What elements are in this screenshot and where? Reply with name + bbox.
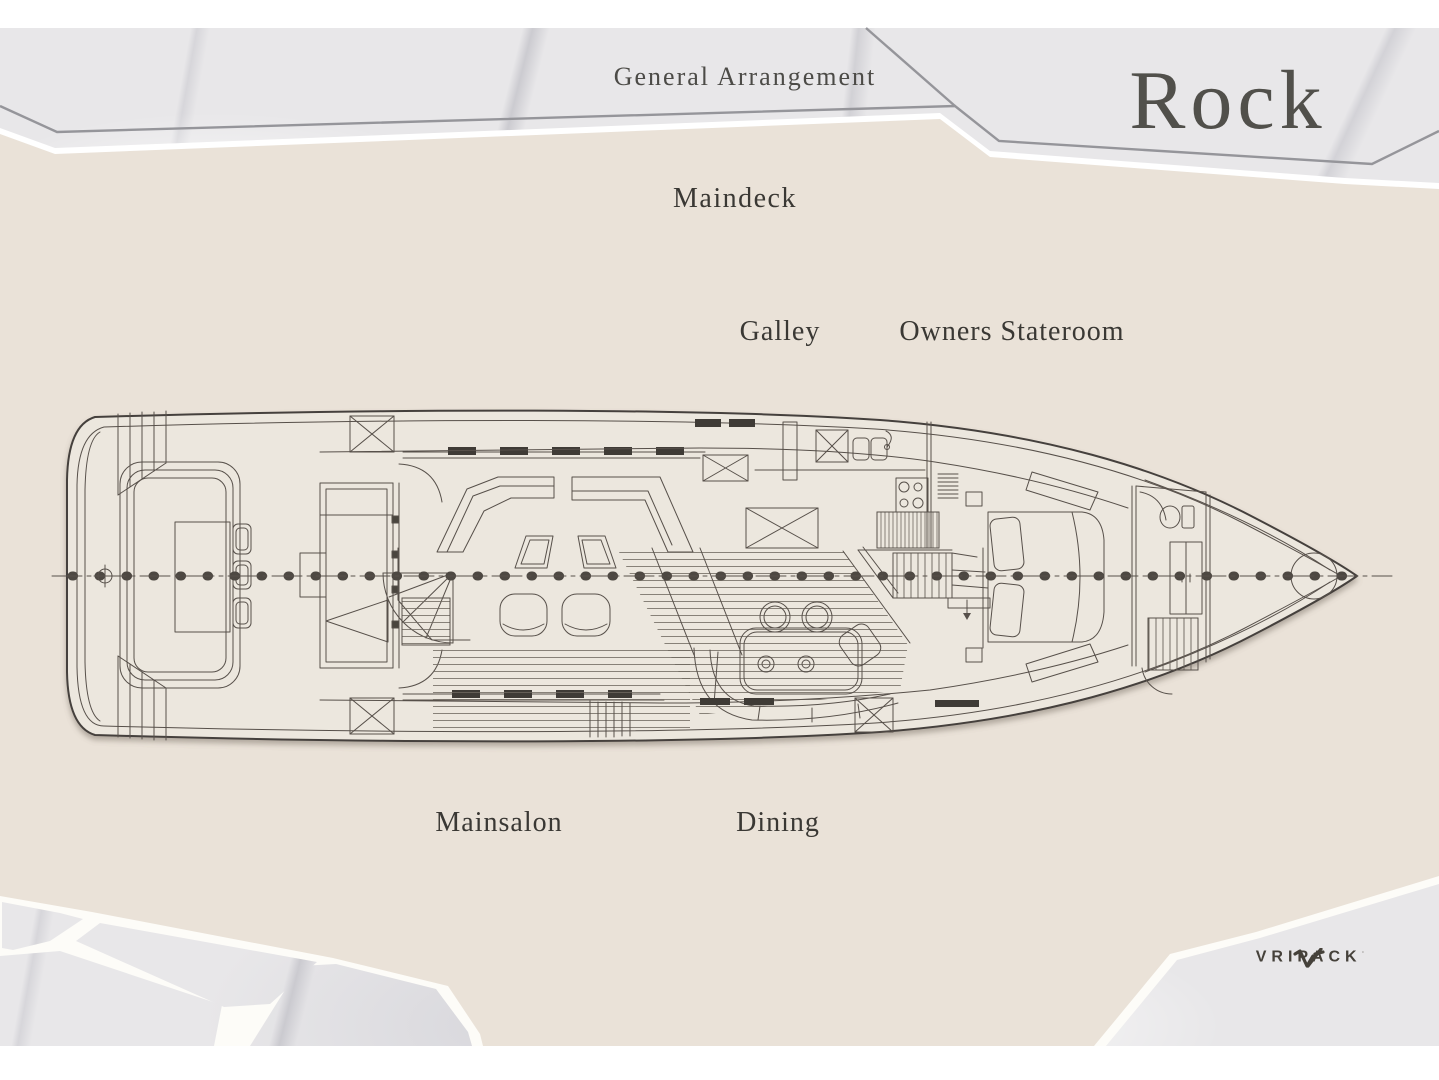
deck-hatches bbox=[349, 415, 979, 735]
side-boarding-steps bbox=[589, 700, 631, 738]
vent-grille bbox=[937, 473, 959, 499]
transom-stairs bbox=[117, 410, 167, 741]
owners-bed bbox=[965, 491, 1105, 663]
document-title: General Arrangement bbox=[613, 62, 877, 91]
header-border-lines bbox=[0, 27, 1439, 166]
galley-sink bbox=[852, 430, 892, 461]
trademark-dot: · bbox=[1361, 948, 1365, 957]
dining-table bbox=[739, 627, 863, 695]
owners-stateroom bbox=[319, 447, 1338, 704]
vripack-logo: VRIPACK· bbox=[1210, 948, 1410, 968]
yacht-plan bbox=[51, 409, 1393, 743]
room-label-mainsalon: Mainsalon bbox=[435, 807, 563, 838]
dining-area bbox=[693, 601, 899, 723]
galley-stove bbox=[895, 477, 929, 513]
main-salon bbox=[382, 447, 706, 701]
room-label-galley: Galley bbox=[739, 316, 821, 347]
vripack-wordmark: VRIPACK bbox=[1255, 948, 1362, 966]
bow-bathroom bbox=[1135, 485, 1207, 529]
vripack-mark-icon bbox=[1293, 948, 1325, 968]
deck-name-label: Maindeck bbox=[673, 183, 797, 214]
yacht-name-title: Rock bbox=[1129, 54, 1327, 147]
room-label-dining: Dining bbox=[736, 807, 820, 838]
centerline bbox=[51, 564, 1393, 588]
room-label-owners-stateroom: Owners Stateroom bbox=[899, 316, 1125, 347]
bow-stairs bbox=[1141, 617, 1199, 695]
toilet bbox=[1159, 505, 1181, 529]
galley-area bbox=[702, 421, 959, 549]
